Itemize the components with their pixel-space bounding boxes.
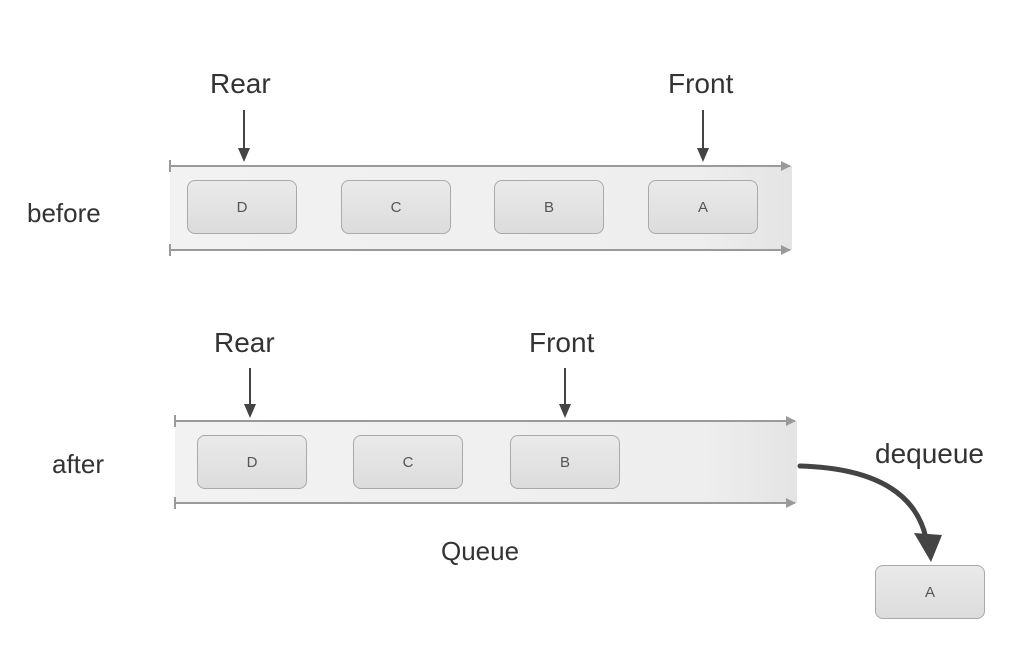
after-rear-label: Rear xyxy=(214,327,275,358)
before-queue-item-a: A xyxy=(648,180,758,234)
before-queue-item-b: B xyxy=(494,180,604,234)
after-front-arrow xyxy=(559,368,571,418)
before-front-arrow xyxy=(697,110,709,162)
after-queue-item-d: D xyxy=(197,435,307,489)
before-rear-label: Rear xyxy=(210,68,271,99)
after-row-label: after xyxy=(52,449,105,479)
dequeue-label: dequeue xyxy=(875,438,985,469)
after-rear-arrow xyxy=(244,368,256,418)
after-front-label: Front xyxy=(529,327,595,358)
before-rear-arrow xyxy=(238,110,250,162)
before-row-label: before xyxy=(27,198,101,228)
after-queue-item-c: C xyxy=(353,435,463,489)
before-front-label: Front xyxy=(668,68,734,99)
after-queue-item-b: B xyxy=(510,435,620,489)
before-queue-item-d: D xyxy=(187,180,297,234)
queue-caption: Queue xyxy=(441,536,520,566)
dequeue-arrow xyxy=(797,463,942,562)
dequeued-item-a: A xyxy=(875,565,985,619)
before-queue-item-c: C xyxy=(341,180,451,234)
